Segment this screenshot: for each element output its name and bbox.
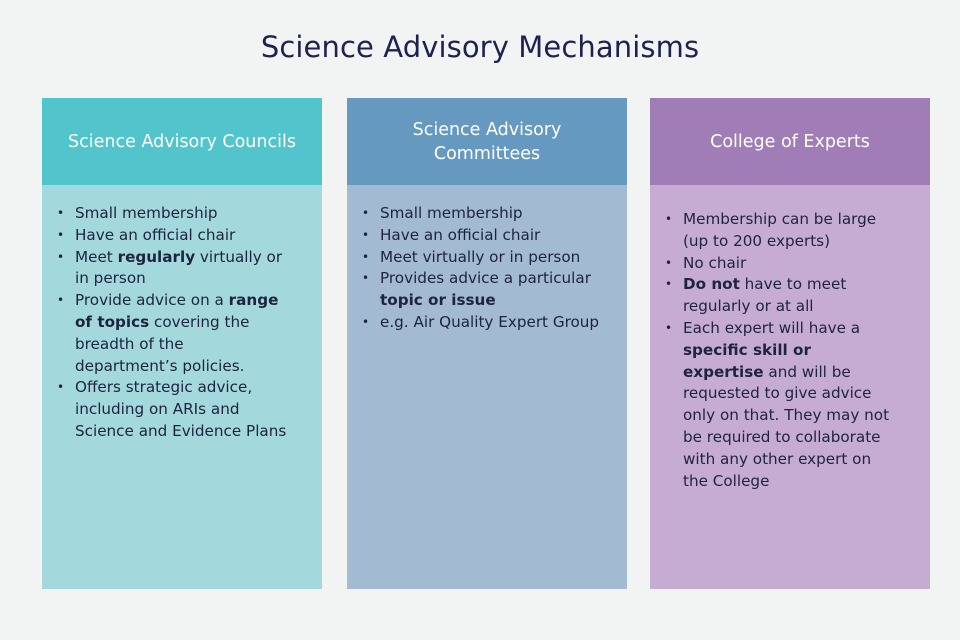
list-item: e.g. Air Quality Expert Group [347, 312, 607, 334]
list-item: Membership can be large (up to 200 exper… [650, 209, 910, 253]
list-item: Meet regularly virtually or in person [42, 247, 302, 291]
list-item: No chair [650, 253, 910, 275]
emphasis-text: regularly [117, 247, 196, 266]
list-item: Do not have to meet regularly or at all [650, 274, 910, 318]
column-science-advisory-committees: Science Advisory Committees Small member… [347, 98, 627, 589]
item-text: Meet [75, 247, 118, 266]
column-body: Membership can be large (up to 200 exper… [650, 185, 930, 589]
item-text: and will be requested to give advice onl… [683, 362, 890, 490]
list-item: Have an official chair [347, 225, 607, 247]
list-item: Offers strategic advice, including on AR… [42, 377, 302, 442]
bullet-list: Membership can be large (up to 200 exper… [650, 209, 930, 492]
list-item: Provide advice on a range of topics cove… [42, 290, 302, 377]
list-item: Small membership [42, 203, 302, 225]
emphasis-text: specific skill or expertise [683, 340, 811, 381]
item-text: Small membership [75, 204, 218, 222]
list-item: Each expert will have a specific skill o… [650, 318, 910, 492]
column-college-of-experts: College of Experts Membership can be lar… [650, 98, 930, 589]
column-header: College of Experts [650, 98, 930, 185]
item-text: Provide advice on a [75, 291, 229, 310]
column-header: Science Advisory Committees [347, 98, 627, 185]
list-item: Provides advice a particular topic or is… [347, 268, 607, 312]
item-text: have to meet regularly or at all [683, 275, 847, 316]
emphasis-text: Do not [683, 275, 740, 294]
emphasis-text: range of topics [75, 291, 279, 331]
list-item: Meet virtually or in person [347, 247, 607, 269]
item-text: Have an official chair [75, 225, 236, 244]
column-body: Small membershipHave an official chairMe… [42, 185, 322, 589]
item-text: Each expert will have a [683, 318, 861, 337]
item-text: Offers strategic advice, including on AR… [75, 378, 287, 440]
item-text: Meet virtually or in person [380, 247, 581, 266]
column-header: Science Advisory Councils [42, 98, 322, 185]
bullet-list: Small membershipHave an official chairMe… [42, 203, 322, 443]
item-text: virtually or in person [75, 247, 283, 288]
emphasis-text: topic or issue [380, 291, 496, 310]
column-body: Small membershipHave an official chairMe… [347, 185, 627, 589]
item-text: Membership can be large (up to 200 exper… [683, 210, 877, 250]
diagram-title: Science Advisory Mechanisms [260, 30, 700, 64]
item-text: Have an official chair [380, 225, 541, 244]
bullet-list: Small membershipHave an official chairMe… [347, 203, 627, 334]
item-text: covering the breadth of the department’s… [75, 312, 250, 375]
item-text: e.g. Air Quality Expert Group [380, 312, 600, 331]
item-text: No chair [683, 253, 747, 272]
list-item: Small membership [347, 203, 607, 225]
column-science-advisory-councils: Science Advisory Councils Small membersh… [42, 98, 322, 589]
item-text: Provides advice a particular [380, 269, 591, 288]
list-item: Have an official chair [42, 225, 302, 247]
item-text: Small membership [380, 204, 523, 222]
